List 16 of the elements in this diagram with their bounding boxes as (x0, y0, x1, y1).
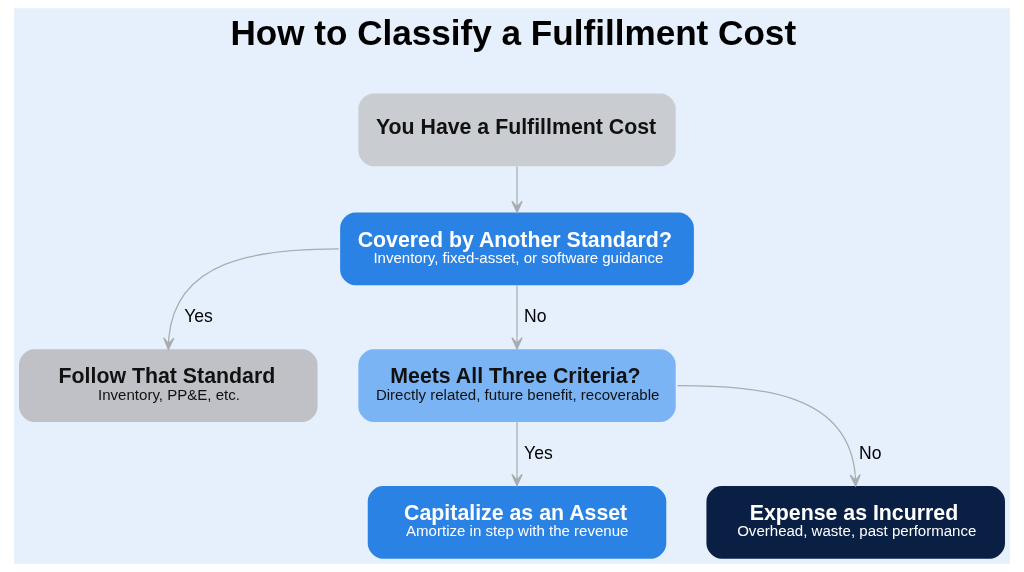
edge-label: Yes (524, 442, 553, 463)
edge-label: Yes (184, 306, 213, 326)
arrow (163, 248, 340, 350)
arrow (511, 284, 523, 350)
arrow (511, 421, 523, 487)
node-box: You Have a Fulfillment Cost (358, 93, 676, 167)
node-box: Expense as Incurred Overhead, waste, past performance (706, 486, 1005, 559)
node-box: Meets All Three Criteria? Directly related, future benefit, recoverable (358, 349, 676, 423)
arrow (676, 385, 861, 487)
edge-label: No (524, 306, 547, 326)
arrow (511, 165, 523, 214)
node-box: Covered by Another Standard? Inventory, fixed-asset, or software guidance (340, 212, 694, 286)
node-box: Follow That Standard Inventory, PP&E, etc. (19, 349, 318, 423)
node-box: Capitalize as an Asset Amortize in step with the revenue (367, 486, 667, 559)
diagram-title: How to Classify a Fulfillment Cost (230, 13, 797, 53)
edge-label: No (858, 442, 882, 463)
